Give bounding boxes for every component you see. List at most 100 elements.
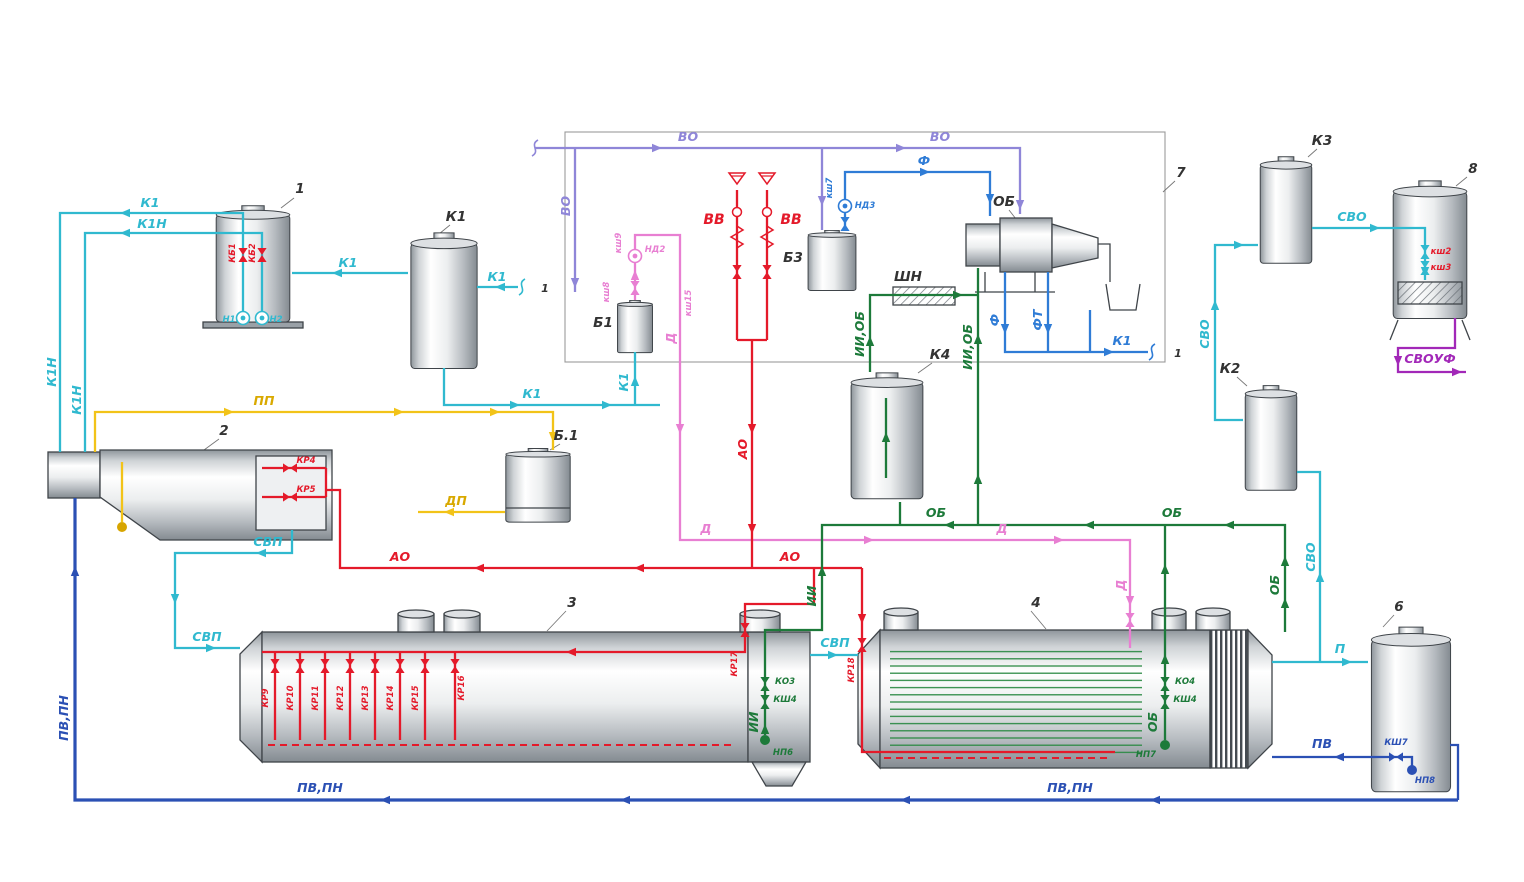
label-e4: 4	[1030, 595, 1040, 611]
label-ob_a: ОБ	[926, 505, 946, 520]
label-d_b: Д	[995, 521, 1007, 536]
label-ksh2: кш2	[1431, 247, 1452, 257]
pipe-svp	[173, 530, 294, 650]
label-ft_v: ФТ	[1030, 308, 1045, 330]
tank-b3	[807, 230, 857, 291]
label-kr17: КР17	[730, 651, 740, 676]
equipment-layer	[47, 156, 1471, 793]
label-kr13: КР13	[361, 685, 371, 710]
valve-kr18	[857, 638, 867, 652]
label-svo_a: СВО	[1197, 319, 1212, 349]
label-ii_v: ИИ	[804, 585, 819, 606]
label-vo_v: ВО	[558, 196, 573, 217]
pipe-centrate-drains	[1003, 272, 1148, 354]
label-e2: 2	[219, 423, 228, 439]
label-svp_c: СВП	[820, 635, 850, 650]
label-ek4: К4	[930, 347, 950, 363]
pipe-k1	[58, 211, 245, 452]
label-ksh3: кш3	[1431, 263, 1452, 273]
label-f_v: Ф	[987, 314, 1002, 326]
valve-nd3-suction	[840, 217, 850, 231]
label-ob_v: ОБ	[1267, 575, 1282, 595]
label-num1_a: 1	[541, 282, 549, 295]
label-kr15: КР15	[411, 685, 421, 710]
label-eb3: Б3	[783, 250, 803, 266]
break-k1-top	[518, 278, 526, 296]
label-eb01: Б.1	[554, 428, 579, 444]
label-nd2: НД2	[645, 245, 666, 255]
label-e6: 6	[1394, 599, 1403, 615]
pipe-air-t3	[262, 568, 816, 740]
pump-np8	[1407, 765, 1417, 775]
label-kr14: КР14	[386, 685, 396, 710]
label-k1_e: К1	[616, 373, 631, 392]
pipe-svo-riser	[1297, 470, 1322, 662]
break-k1-drain	[1148, 343, 1156, 361]
uv-unit-8	[1389, 180, 1471, 341]
pipe-pp	[93, 410, 555, 522]
label-k1_d: К1	[523, 386, 542, 401]
position-leaders	[203, 148, 1468, 632]
label-nd3: НД3	[855, 201, 876, 211]
label-kr12: КР12	[336, 685, 346, 710]
label-pvpn_b: ПВ,ПН	[1047, 780, 1093, 795]
label-np8: НП8	[1415, 776, 1435, 786]
label-vo_b: ВО	[930, 129, 951, 144]
pipe-pvpn	[73, 498, 1458, 802]
label-svouf: СВОУФ	[1404, 351, 1455, 366]
pump-np7	[1160, 740, 1170, 750]
label-ko3: КО3	[775, 677, 795, 687]
label-ek1: К1	[446, 209, 466, 225]
label-ksh4b: КШ4	[1173, 695, 1196, 705]
label-ao_a: АО	[389, 549, 411, 564]
air-filter-icon	[728, 172, 746, 185]
tank-b1	[617, 300, 653, 353]
label-dp: ДП	[444, 493, 467, 508]
label-ksh4a: КШ4	[773, 695, 796, 705]
label-e3: 3	[567, 595, 576, 611]
label-svp_b: СВП	[192, 629, 222, 644]
label-e7: 7	[1176, 165, 1186, 181]
gauge-icon	[761, 206, 773, 218]
pipe-k1n	[83, 231, 264, 452]
label-k1n_v1: К1Н	[44, 357, 59, 387]
label-f_a: Ф	[918, 153, 930, 168]
valve-d-t4	[1125, 613, 1135, 627]
label-d_a: Д	[699, 521, 711, 536]
label-eb1: Б1	[593, 315, 613, 331]
label-ob_t4: ОБ	[1145, 712, 1160, 732]
label-kr10: КР10	[286, 685, 296, 710]
label-d_v1: Д	[663, 332, 678, 344]
label-k1_a: К1	[141, 195, 160, 210]
pump-n2	[254, 310, 270, 326]
label-n1: Н1	[222, 315, 235, 325]
decanter-ob	[965, 217, 1141, 311]
label-ksh15: кш15	[684, 290, 694, 317]
tank-k2	[1244, 385, 1298, 491]
label-e1: 1	[295, 181, 304, 197]
pump-grit	[117, 522, 127, 532]
label-d_v2: Д	[1113, 579, 1128, 591]
tank-k3	[1259, 156, 1313, 264]
label-pp: ПП	[254, 393, 275, 408]
label-k1_b: К1	[339, 255, 358, 270]
tank-b01	[505, 448, 571, 523]
label-kr9: КР9	[261, 688, 271, 707]
pump-n1	[235, 310, 251, 326]
pipe-ao	[262, 466, 862, 570]
label-pvpn_v: ПВ,ПН	[56, 695, 71, 741]
receiving-tank-1	[202, 205, 304, 329]
label-ii_t3: ИИ	[746, 711, 761, 732]
label-k1n_a: К1Н	[137, 216, 167, 231]
pipes-layer	[58, 146, 1466, 802]
label-n2: Н2	[269, 315, 282, 325]
cake-bin	[1105, 283, 1141, 311]
label-eob: ОБ	[993, 194, 1015, 210]
media-coils	[890, 648, 1142, 756]
label-ob_b: ОБ	[1162, 505, 1182, 520]
valve-vv-1	[732, 265, 742, 279]
label-vv_b: ВВ	[780, 212, 801, 228]
